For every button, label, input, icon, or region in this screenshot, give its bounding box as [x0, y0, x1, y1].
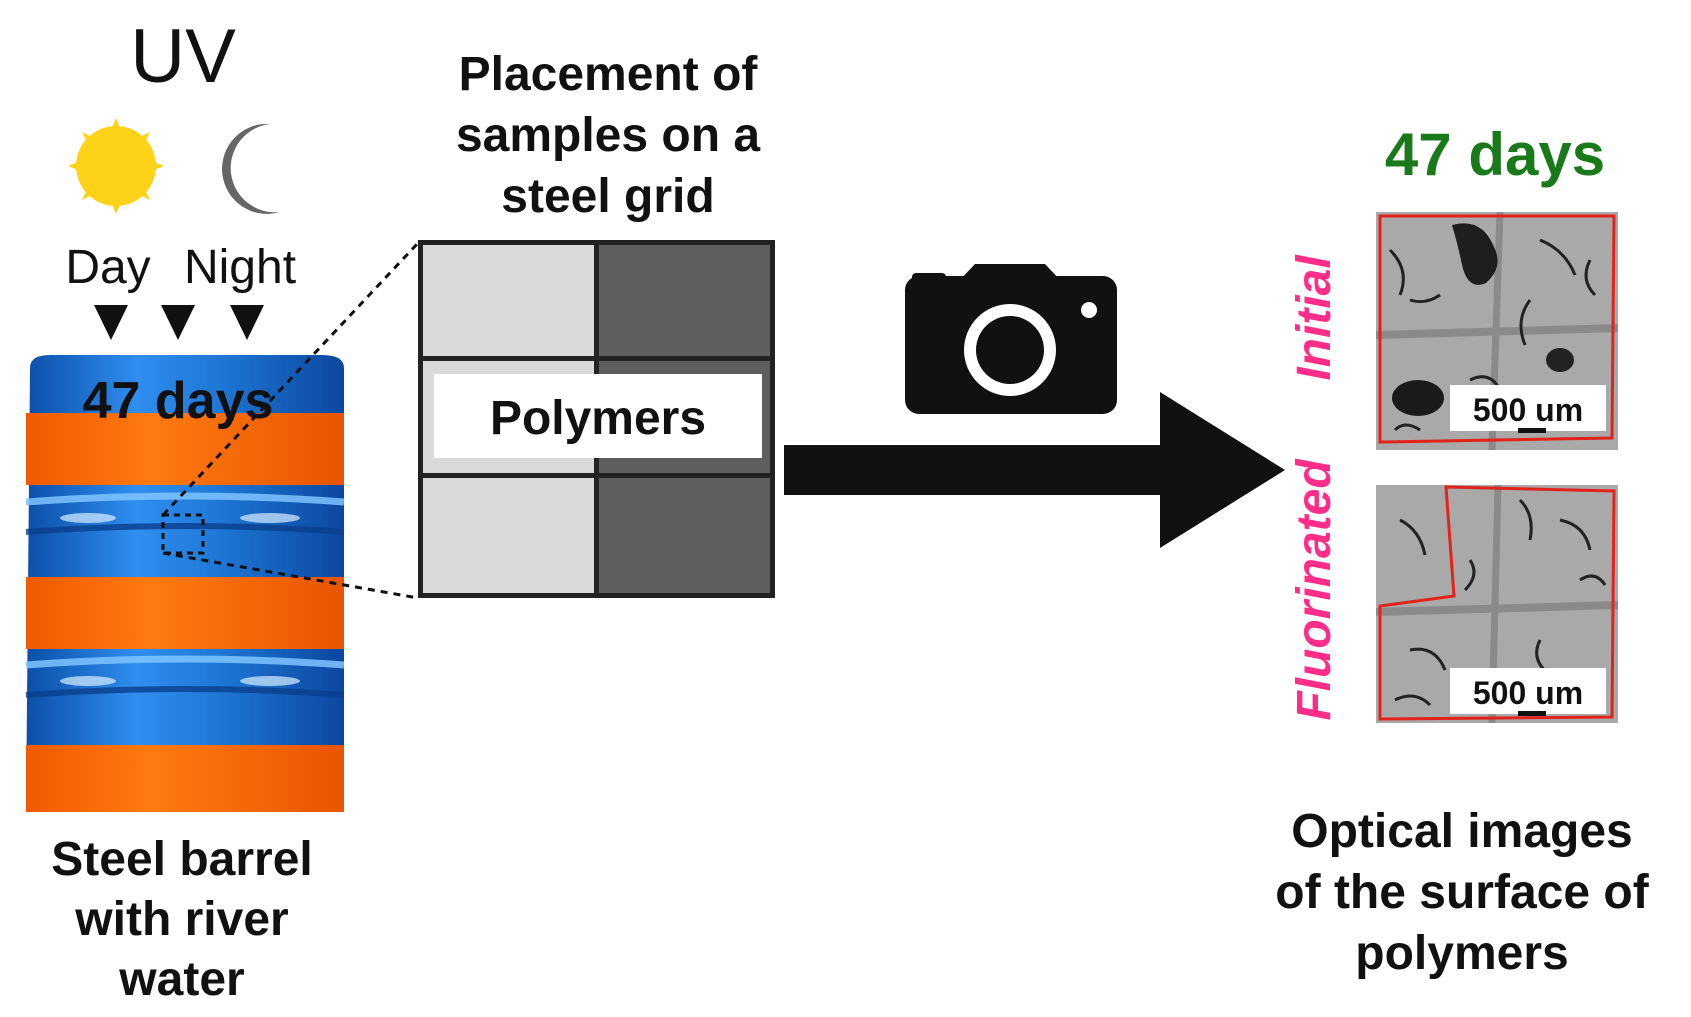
down-arrow-icon	[161, 305, 195, 340]
grid-caption-line-2: samples on a	[456, 109, 760, 162]
sun-icon	[68, 118, 164, 214]
barrel-caption-line-1: Steel barrel	[51, 833, 312, 886]
result-days-label: 47 days	[1385, 121, 1605, 188]
fluorinated-label: Fluorinated	[1288, 458, 1341, 721]
zoom-line	[161, 241, 420, 517]
optical-caption-line-2: of the surface of	[1275, 866, 1649, 919]
micrograph-fluorinated	[1376, 485, 1618, 723]
night-label: Night	[184, 241, 296, 294]
steel-barrel	[25, 355, 345, 812]
barrel-band	[26, 745, 344, 812]
initial-label: Initial	[1288, 254, 1341, 381]
barrel-days-label: 47 days	[83, 372, 274, 430]
grid-caption-line-1: Placement of	[459, 48, 759, 101]
barrel-caption-line-3: water	[118, 953, 244, 1006]
barrel-band	[26, 413, 344, 485]
moon-icon	[222, 123, 280, 214]
zoom-region	[161, 513, 205, 555]
micrograph-initial	[1376, 212, 1618, 450]
scale-label-top: 500 um	[1473, 392, 1583, 428]
day-label: Day	[65, 241, 150, 294]
uv-label: UV	[130, 14, 236, 99]
process-arrow-icon	[784, 392, 1285, 548]
optical-caption-line-3: polymers	[1355, 927, 1568, 980]
down-arrow-icon	[94, 305, 128, 340]
grid-caption-line-3: steel grid	[501, 170, 714, 223]
polymers-box	[434, 374, 762, 458]
camera-icon	[905, 264, 1117, 414]
scale-bar-bottom	[1518, 711, 1546, 716]
steel-grid	[418, 240, 775, 598]
polymers-label: Polymers	[490, 392, 706, 445]
optical-caption-line-1: Optical images	[1291, 805, 1632, 858]
barrel-caption-line-2: with river	[74, 893, 288, 946]
barrel-band	[26, 577, 344, 649]
scale-label-bottom: 500 um	[1473, 675, 1583, 711]
down-arrow-icon	[230, 305, 264, 340]
zoom-line	[162, 551, 419, 600]
scale-bar-top	[1518, 428, 1546, 433]
